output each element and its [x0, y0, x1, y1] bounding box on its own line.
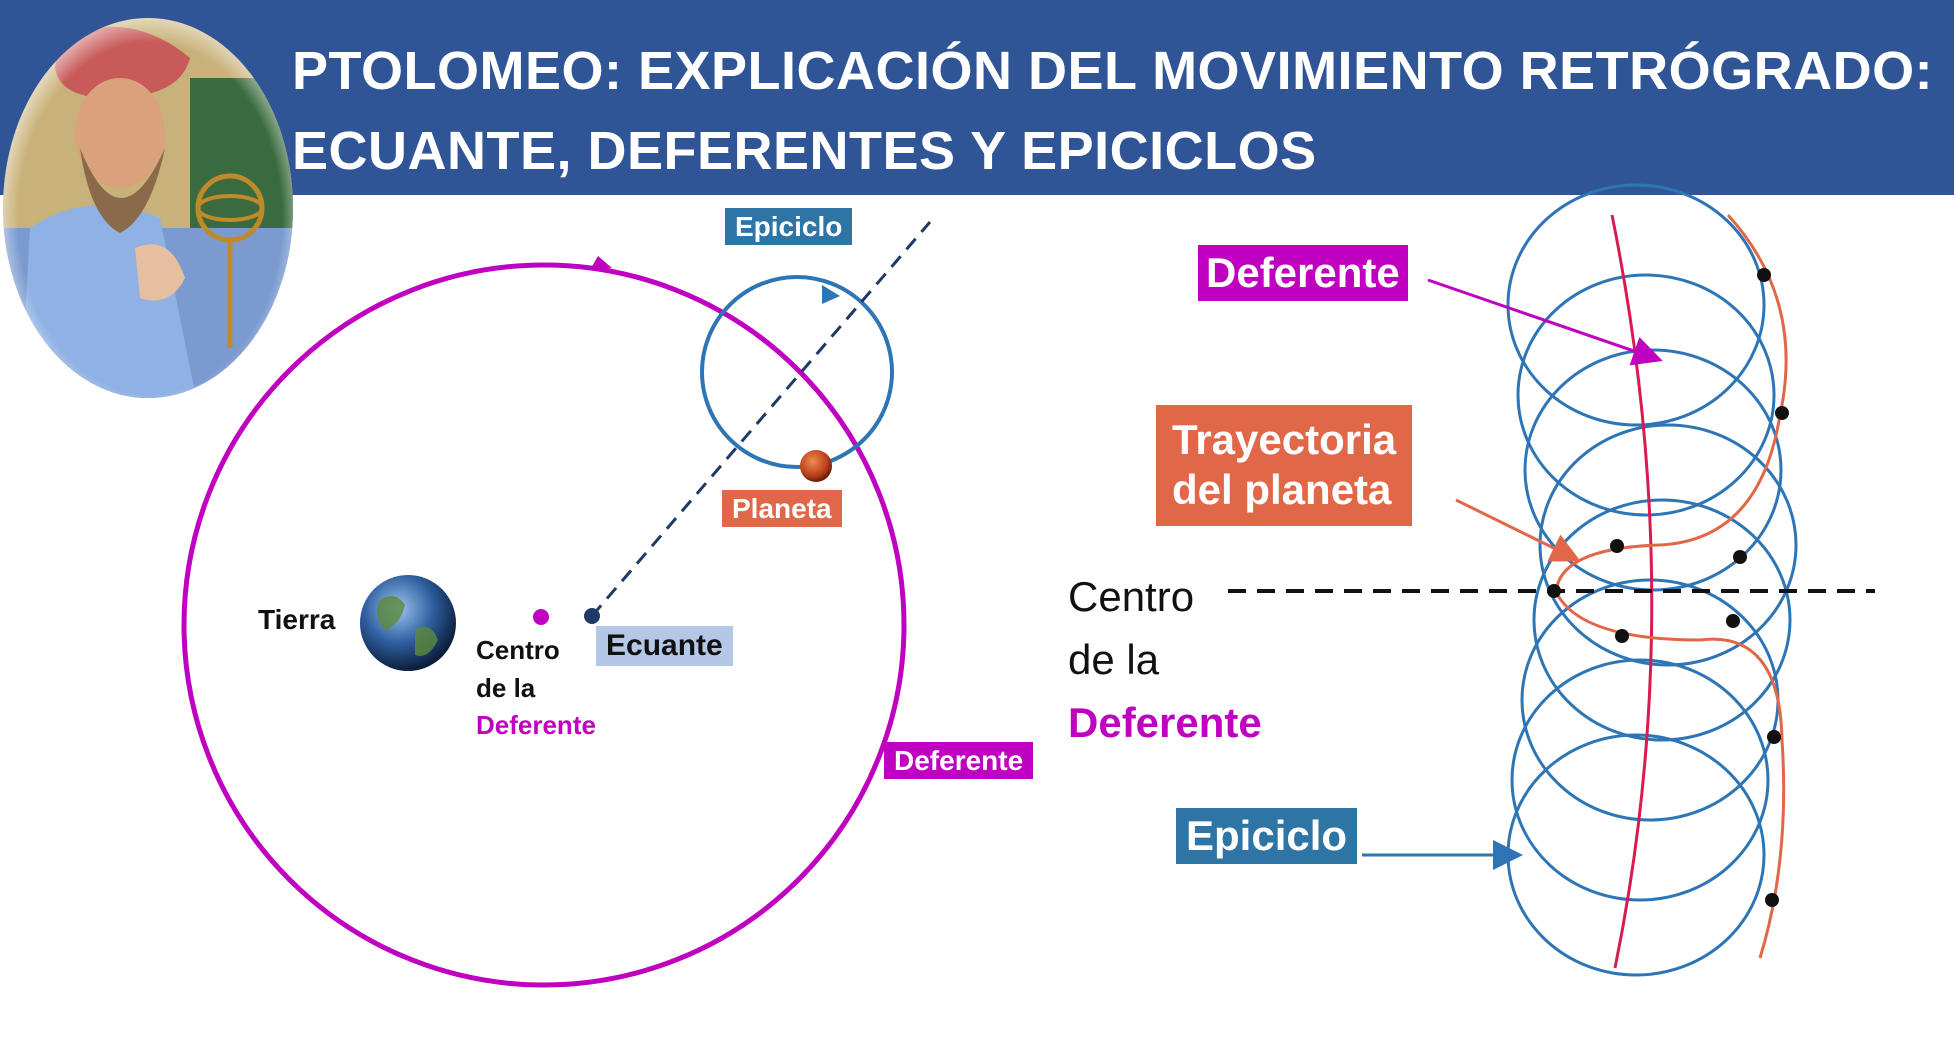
deferent-curve [1610, 214, 1654, 969]
trajectory-label: Trayectoria del planeta [1156, 405, 1413, 526]
deferent-center-line-3: Deferente [476, 710, 596, 741]
equant-dot [584, 608, 600, 624]
deferent-center-line-1: Centro [476, 635, 560, 665]
planet-label: Planeta [722, 490, 842, 528]
deferent-center-line-2: de la [476, 672, 536, 703]
trajectory-line-1: Trayectoria [1172, 416, 1397, 463]
right-center-line-1: Centro [1068, 573, 1195, 620]
right-center-line-3: Deferente [1068, 699, 1262, 746]
epicycle-circle [700, 275, 894, 469]
deferent-direction-arrow [590, 256, 612, 270]
ptolemy-portrait [3, 18, 293, 398]
earth-label: Tierra [258, 604, 336, 635]
right-epicycle-label: Epiciclo [1176, 808, 1358, 865]
earth-icon [360, 575, 456, 671]
right-deferent-label: Deferente [1198, 245, 1408, 302]
epicycle-direction-arrow [822, 285, 840, 304]
equant-line [590, 221, 932, 617]
trajectory-points [1547, 268, 1789, 907]
right-center-line-2: de la [1068, 636, 1160, 683]
epicycle-label: Epiciclo [725, 208, 853, 246]
deferent-center-label: Centro de la Deferente [476, 632, 596, 745]
title-line-2: ECUANTE, DEFERENTES Y EPICICLOS [292, 121, 1317, 181]
deferent-center-dot [533, 609, 549, 625]
equant-label: Ecuante [596, 626, 733, 666]
title-line-1: PTOLOMEO: EXPLICACIÓN DEL MOVIMIENTO RET… [292, 41, 1934, 101]
title-banner: PTOLOMEO: EXPLICACIÓN DEL MOVIMIENTO RET… [0, 0, 1954, 195]
planet-icon [800, 450, 832, 482]
deferent-label: Deferente [884, 742, 1034, 780]
trajectory-pointer [1455, 498, 1581, 562]
trajectory-line-2: del planeta [1172, 466, 1392, 514]
right-center-label: Centro de la Deferente [1068, 565, 1262, 754]
deferent-pointer [1427, 278, 1663, 366]
deferent-circle [181, 262, 907, 988]
